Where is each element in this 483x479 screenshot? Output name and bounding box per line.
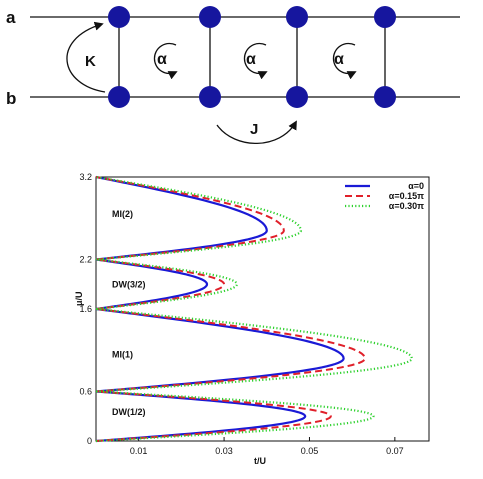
boundary-curve-series-2-lobe-3	[95, 175, 303, 261]
boundary-curve-series-1-lobe-0	[95, 390, 332, 442]
flux-arrow-1	[153, 42, 178, 80]
lobe-label: DW(3/2)	[112, 279, 146, 289]
leg-b-label: b	[6, 89, 16, 108]
flux-label-1: α	[157, 51, 167, 68]
site-b-3	[286, 86, 308, 108]
plot-frame	[95, 176, 430, 442]
boundary-curve-series-2-lobe-0	[95, 390, 375, 443]
boundary-curve-series-0-lobe-2	[95, 258, 209, 311]
leg-a-label: a	[6, 8, 16, 27]
k-label: K	[85, 53, 96, 70]
x-tick-label: 0.01	[130, 446, 148, 456]
rungs	[118, 17, 386, 97]
boundary-curve-series-1-lobe-3	[95, 176, 285, 261]
lobe-label: MI(2)	[112, 209, 133, 219]
boundary-curve-series-2-lobe-2	[95, 258, 239, 311]
ladder-diagram: a b K α α α J	[6, 6, 460, 144]
flux-label-2: α	[246, 51, 256, 68]
flux-arrow-2	[243, 42, 268, 80]
flux-arrow-3	[332, 42, 357, 80]
y-tick-label: 3.2	[79, 172, 92, 182]
k-hopping-arrow	[66, 21, 106, 93]
y-tick-label: 0	[87, 436, 92, 446]
x-axis-ticks: 0.01 0.03 0.05 0.07	[130, 437, 404, 456]
x-tick-label: 0.07	[386, 446, 404, 456]
phase-diagram: 0 0.6 1.6 2.2 3.2 0.01 0.03 0.05 0.07 DW(1/2) MI…	[74, 172, 430, 466]
x-tick-label: 0.05	[301, 446, 319, 456]
y-tick-label: 1.6	[79, 304, 92, 314]
x-axis-label: t/U	[254, 456, 266, 466]
boundary-curve-series-0-lobe-3	[95, 175, 268, 261]
lattice-sites	[108, 6, 396, 108]
boundary-curve-series-1-lobe-2	[95, 258, 226, 310]
j-hopping-arrow	[216, 120, 297, 144]
site-a-1	[108, 6, 130, 28]
j-label: J	[250, 121, 258, 138]
site-a-2	[199, 6, 221, 28]
legend-label: α=0.30π	[389, 201, 424, 211]
y-tick-label: 2.2	[79, 255, 92, 265]
lobe-label: DW(1/2)	[112, 407, 146, 417]
lobe-labels: DW(1/2) MI(1) DW(3/2) MI(2)	[112, 209, 146, 417]
lobe-label: MI(1)	[112, 349, 133, 359]
site-b-2	[199, 86, 221, 108]
flux-label-3: α	[334, 51, 344, 68]
phase-boundary-curves	[95, 175, 414, 443]
legend-label: α=0	[408, 181, 424, 191]
site-a-4	[374, 6, 396, 28]
site-a-3	[286, 6, 308, 28]
y-axis-label: μ/U	[74, 291, 84, 306]
site-b-1	[108, 86, 130, 108]
y-tick-label: 0.6	[79, 387, 92, 397]
legend-label: α=0.15π	[389, 191, 424, 201]
boundary-curve-series-1-lobe-1	[95, 308, 366, 393]
x-tick-label: 0.03	[215, 446, 233, 456]
site-b-4	[374, 86, 396, 108]
